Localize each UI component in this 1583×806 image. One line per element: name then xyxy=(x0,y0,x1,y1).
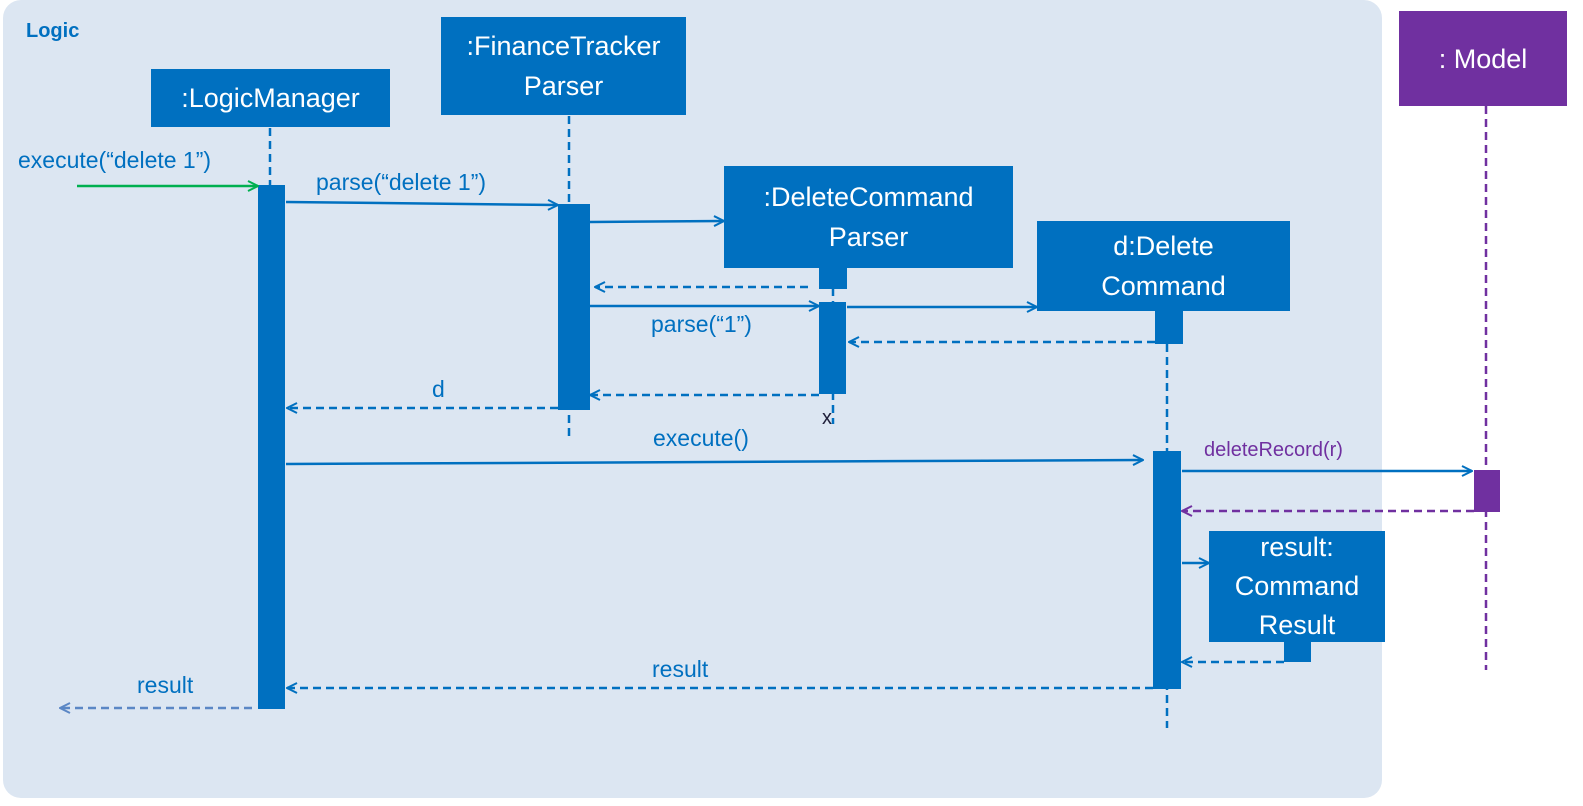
participant-finance-tracker-parser: :FinanceTracker Parser xyxy=(441,17,686,115)
participant-model: : Model xyxy=(1399,11,1567,106)
logic-frame xyxy=(3,0,1382,798)
participant-delete-command: d:Delete Command xyxy=(1037,221,1290,311)
activation-delete-command xyxy=(1153,451,1181,689)
arrow-execute-call xyxy=(285,460,1143,464)
label-delete-record: deleteRecord(r) xyxy=(1204,439,1343,461)
label-execute-in: execute(“delete 1”) xyxy=(18,147,211,173)
activation-command-result-head xyxy=(1284,639,1311,662)
participant-command-result: result: Command Result xyxy=(1209,531,1385,642)
label-parse-delete: parse(“delete 1”) xyxy=(316,169,486,195)
activation-model xyxy=(1474,470,1500,512)
activation-logic-manager xyxy=(258,185,285,709)
arrow-create-delete-command-parser xyxy=(589,221,724,222)
label-return-result-inner: result xyxy=(652,656,709,682)
arrow-parse-delete xyxy=(285,202,558,205)
label-return-d: d xyxy=(432,376,445,402)
participant-delete-command-parser: :DeleteCommand Parser xyxy=(724,166,1013,268)
label-destroy-mark: x xyxy=(822,407,832,429)
frame-title: Logic xyxy=(26,20,80,42)
activation-finance-tracker-parser xyxy=(558,204,590,410)
label-execute-call: execute() xyxy=(653,425,749,451)
participant-logic-manager: :LogicManager xyxy=(151,69,390,127)
label-return-result-outer: result xyxy=(137,672,194,698)
label-parse-one: parse(“1”) xyxy=(651,311,752,337)
activation-delete-command-parser xyxy=(819,302,846,394)
activation-delete-command-head xyxy=(1155,308,1183,344)
activation-delete-command-parser-head xyxy=(819,265,847,289)
